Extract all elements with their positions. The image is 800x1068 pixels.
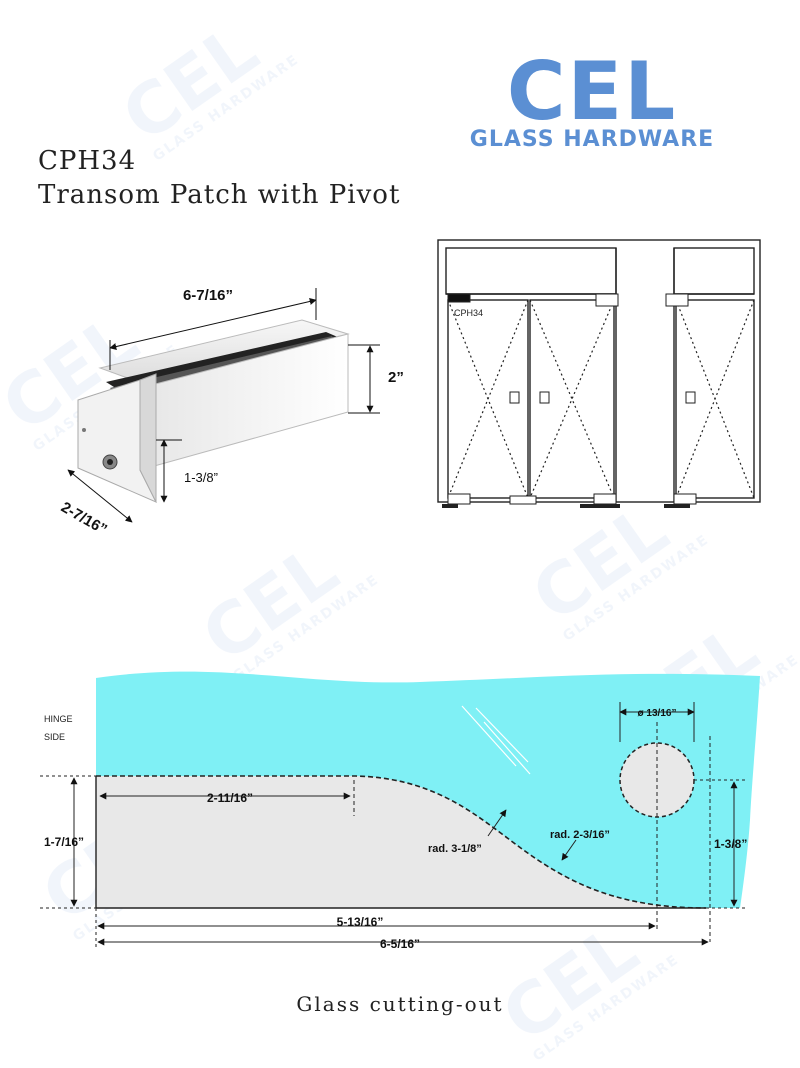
fitting-drawing: 6-7/16” 2” 1-3/8” 2-7/16” bbox=[58, 287, 404, 539]
patch-fitting bbox=[509, 495, 537, 505]
door-leaf-left bbox=[447, 299, 529, 499]
dim-line-width bbox=[67, 469, 133, 523]
dim-bottom-label-2: 6-5/16” bbox=[380, 937, 420, 951]
product-code: CPH34 bbox=[38, 146, 137, 176]
logo-sub-text: GLASS HARDWARE bbox=[469, 127, 715, 152]
transom-glass-left bbox=[445, 247, 617, 295]
patch-fitting bbox=[595, 293, 619, 307]
radius-label-2: rad. 2-3/16” bbox=[550, 829, 610, 841]
radius-label-1: rad. 3-1/8” bbox=[428, 843, 482, 855]
dim-top-label: 2-11/16” bbox=[207, 791, 253, 805]
dim-right-label: 1-3/8” bbox=[714, 837, 747, 851]
door-leaf-single bbox=[675, 299, 755, 499]
door-handle bbox=[685, 391, 696, 404]
dim-length-label: 6-7/16” bbox=[183, 287, 233, 304]
hinge-side-label: SIDE bbox=[44, 732, 65, 742]
dim-height-label: 2” bbox=[388, 369, 404, 386]
dim-hole-diameter: ø 13/16” bbox=[638, 708, 677, 719]
dim-bottom-label-1: 5-13/16” bbox=[337, 915, 384, 929]
brand-logo: CEL GLASS HARDWARE bbox=[462, 52, 722, 152]
door-elevation-drawing: CPH34 bbox=[437, 239, 761, 508]
dim-left-label: 1-7/16” bbox=[44, 835, 84, 849]
dim-lip-label: 1-3/8” bbox=[184, 470, 218, 485]
glass-reflection bbox=[461, 705, 531, 775]
logo-main-text: CEL bbox=[506, 45, 678, 138]
door-leaf-right bbox=[529, 299, 615, 499]
patch-fitting bbox=[593, 493, 617, 505]
transom-glass-right bbox=[673, 247, 755, 295]
patch-fitting bbox=[447, 493, 471, 505]
patch-fitting bbox=[673, 493, 697, 505]
hinge-side-label: HINGE bbox=[44, 714, 73, 724]
patch-fitting-marker bbox=[447, 293, 471, 303]
door-fitting-label: CPH34 bbox=[454, 308, 483, 318]
patch-fitting bbox=[665, 293, 689, 307]
dim-line-length bbox=[109, 298, 317, 350]
drawing-caption: Glass cutting-out bbox=[296, 992, 504, 1016]
dim-width-label: 2-7/16” bbox=[58, 499, 110, 539]
glass-cutout-drawing: ø 13/16” HINGE SIDE 2-11/16” 1-7/16” 1-3… bbox=[40, 671, 760, 951]
cutout-edge bbox=[96, 775, 707, 909]
cutout-region bbox=[96, 776, 706, 908]
product-name: Transom Patch with Pivot bbox=[38, 180, 401, 210]
door-handle bbox=[509, 391, 520, 404]
door-handle bbox=[539, 391, 550, 404]
